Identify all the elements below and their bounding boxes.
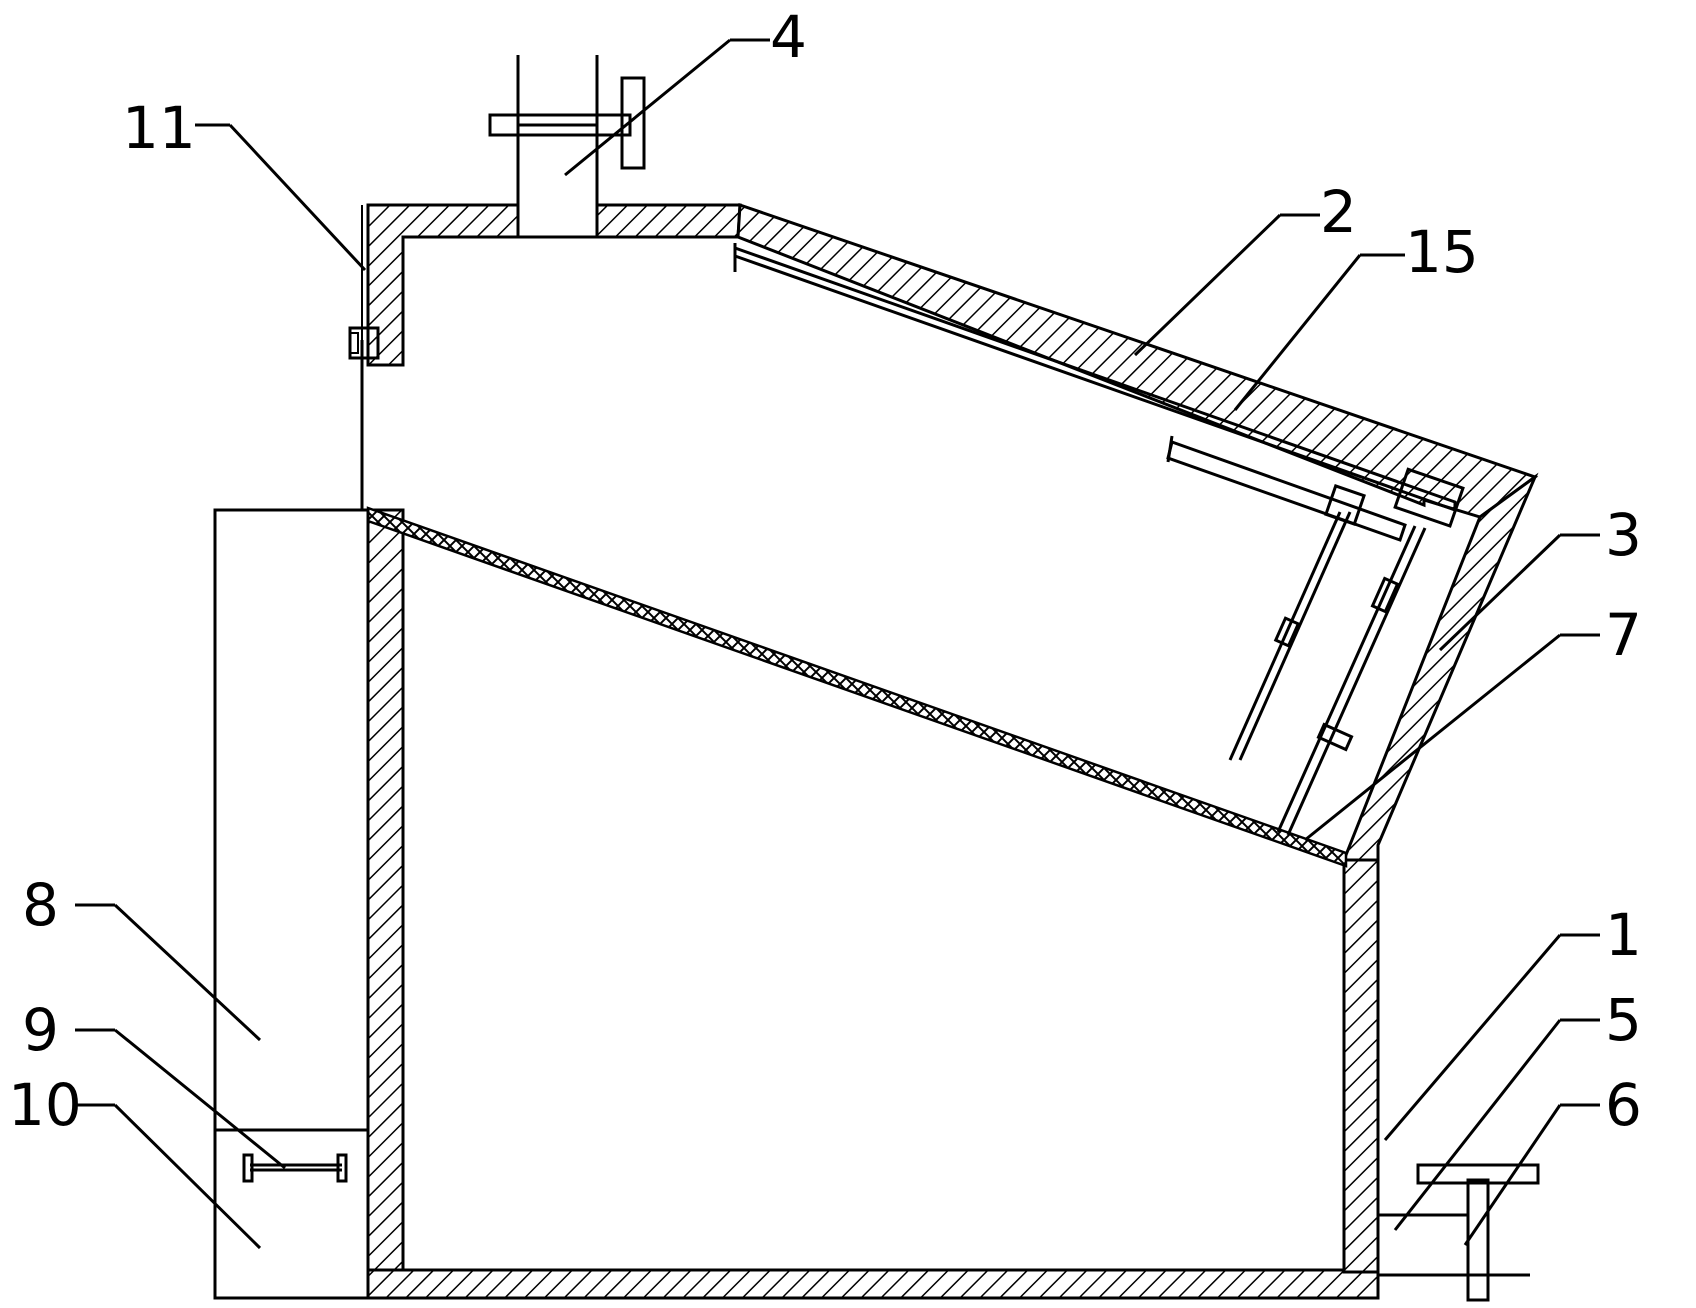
tank-bottom-wall	[366, 1268, 1380, 1300]
inclined-lid	[366, 202, 1539, 862]
outlet-valve-stem	[1466, 1178, 1490, 1302]
label-7: 7	[1605, 601, 1642, 669]
outlet-handwheel	[1416, 1163, 1540, 1185]
feed-pipe-valve	[488, 55, 646, 239]
filter-mesh	[366, 506, 1348, 868]
drawer-handle	[242, 1153, 348, 1183]
scraper-block	[1393, 467, 1465, 528]
tank-left-wall	[366, 508, 405, 1297]
side-rod	[348, 205, 380, 510]
lid-top-left	[366, 203, 520, 367]
outlet-pipe-valve	[1376, 1163, 1540, 1302]
side-box	[213, 508, 370, 1300]
feed-pipe	[516, 123, 599, 239]
feed-flange	[488, 113, 632, 137]
label-10: 10	[8, 1071, 82, 1139]
tank-right-wall	[1342, 858, 1380, 1274]
label-1: 1	[1605, 901, 1642, 969]
label-15: 15	[1405, 218, 1479, 286]
scraper-assembly	[733, 243, 1465, 836]
label-11: 11	[122, 94, 196, 162]
lid-right-side	[1341, 472, 1539, 862]
part-labels: 11 4 2 15 3 7 8 9 10 1 5 6	[8, 3, 1642, 1139]
label-4: 4	[770, 3, 807, 71]
scraper-rail	[733, 245, 1457, 513]
label-9: 9	[22, 996, 59, 1064]
label-2: 2	[1320, 178, 1357, 246]
leader-lines	[75, 38, 1600, 1250]
tank-body	[366, 508, 1380, 1300]
side-box-drawer	[213, 1128, 370, 1300]
feed-handwheel	[620, 76, 646, 170]
label-8: 8	[22, 871, 59, 939]
label-6: 6	[1605, 1071, 1642, 1139]
label-3: 3	[1605, 501, 1642, 569]
scraper-bracket	[1324, 484, 1366, 526]
lid-top-mid	[595, 203, 742, 239]
label-5: 5	[1605, 986, 1642, 1054]
side-box-upper	[213, 508, 370, 1132]
outlet-pipe	[1376, 1213, 1470, 1277]
